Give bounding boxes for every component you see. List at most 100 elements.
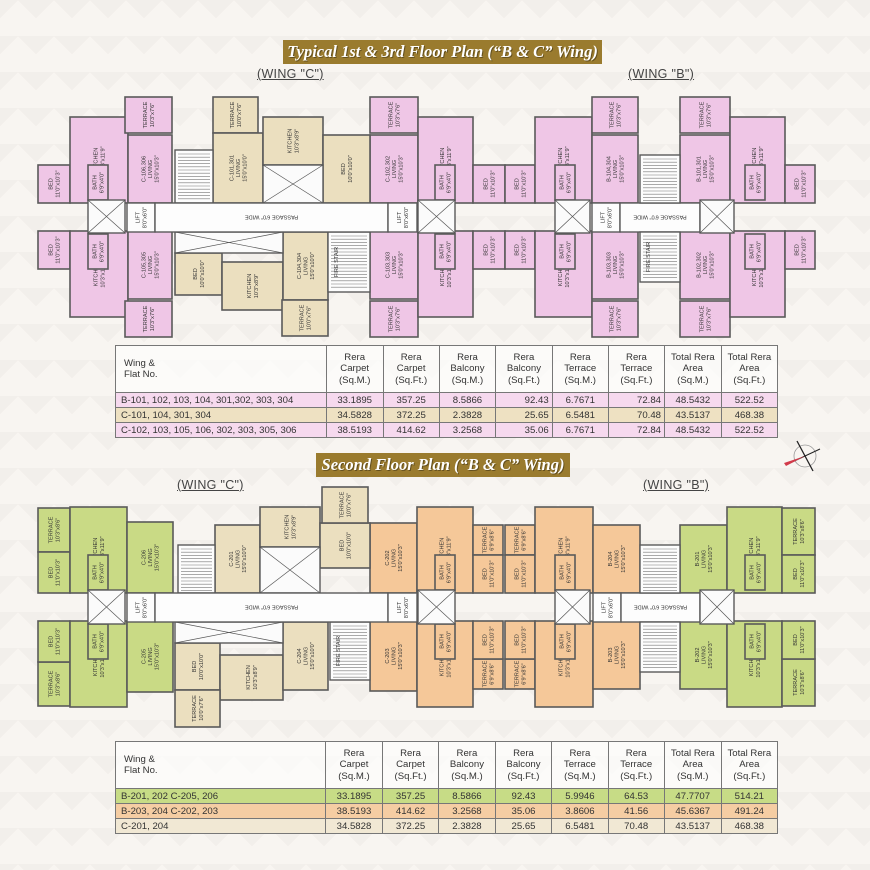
bath-label-line: 6'9"x4'0" [566,562,572,583]
unit-label: C-204LIVING15'0"x10'0" [297,642,316,670]
bath-label-line: BATH [440,565,446,580]
staircase [639,621,681,673]
rera-area-table-1: Wing & Flat No.Rera Carpet (Sq.M.)Rera C… [115,345,779,438]
unit-label-line: 15'0"x10'0" [310,252,316,280]
unit-label-line: 15'0"x10'3" [620,155,626,183]
bed-room [504,554,536,594]
column-header: Rera Balcony (Sq.M.) [438,345,497,393]
wing-b-label-2: (WING "B") [643,478,710,492]
unit-label: C-104,304LIVING15'0"x10'0" [297,252,316,280]
passage [154,202,389,233]
room-label-line: 11'0"x10'3" [521,170,527,197]
unit-label: C-202LIVING15'0"x10'3" [385,544,404,572]
bath-label-line: 6'9"x4'0" [446,562,452,583]
room-label-line: 6'9"x8'6" [489,663,495,684]
bath-room [744,233,766,270]
unit-label: B-204LIVING15'0"x10'3" [608,545,627,573]
unit-label-line: LIVING [613,256,619,274]
unit-label-line: LIVING [702,550,708,568]
area-value-cell: 33.1895 [325,788,383,804]
shaft-cross [259,546,321,594]
room-label-line: 10'3"x11'9" [446,650,452,677]
area-value-cell: 522.52 [720,392,779,408]
column-header: Rera Balcony (Sq.Ft.) [495,345,553,393]
area-value-cell: 43.5137 [664,407,722,423]
unit-label-line: 15'0"x10'3" [155,643,161,671]
living-room [592,620,641,690]
bath-label: BATH6'9"x4'0" [93,562,106,583]
bath-label-line: 6'9"x4'0" [446,241,452,262]
lift-label-line: 8'0"x6'0" [608,597,614,618]
bath-room [744,623,766,660]
bath-label-line: BATH [440,175,446,190]
wing-c-label-1: (WING "C") [257,67,324,81]
unit-label-line: C-201 [229,551,235,566]
room-label-line: TERRACE [483,660,489,687]
area-value-cell: 38.5193 [325,422,384,438]
bath-label: BATH6'9"x4'0" [440,172,453,193]
area-value-cell: 34.5828 [325,407,384,423]
living-room [369,620,418,692]
bath-room [744,164,766,201]
passage-label: PASSAGE 6'0" WIDE [633,214,687,220]
room-label: BED11'0"x10'3" [515,560,528,587]
shaft-cross [174,231,284,254]
bath-label: BATH6'9"x4'0" [750,172,763,193]
column-header: Rera Balcony (Sq.M.) [438,741,496,789]
room-label: KITCHEN10'3"x8'9" [285,515,298,540]
column-header: Rera Terrace (Sq.Ft.) [607,345,666,393]
unit-label-line: LIVING [148,548,154,566]
room-label: BED11'0"x10'3" [483,560,496,587]
room-label: BED10'0"x10'0" [192,653,205,681]
area-value-cell: 357.25 [382,392,440,408]
area-value-cell: 35.06 [494,803,553,819]
unit-label: C-103,303LIVING15'0"x10'3" [385,251,404,279]
unit-label-line: 15'0"x10'3" [155,251,161,279]
shaft-cross [87,589,126,625]
bath-label-line: 6'9"x4'0" [756,172,762,193]
unit-label-line: LIVING [702,646,708,664]
room-label: BED11'0"x10'3" [515,626,528,653]
room-label-line: BED [795,178,801,190]
shaft-cross [87,199,126,234]
kitchen-small-room [262,116,324,166]
shaft-cross [174,621,284,644]
lift-label: LIFT8'0"x6'0" [397,597,410,618]
fire-stair-label-line: FIRE STAIR [334,247,340,277]
room-label-line: 10'3"x11'9" [100,146,106,173]
room-label: TERRACE10'0"x7'6" [300,304,313,331]
area-value-cell: 514.21 [720,788,779,804]
room-label-line: 6'9"x8'6" [489,529,495,550]
bath-label-line: 6'9"x4'0" [99,631,105,652]
unit-label: C-203LIVING15'0"x10'3" [385,642,404,670]
room-label-line: 10'3"x7'6" [616,103,622,127]
area-value-cell: 48.5432 [664,422,722,438]
area-value-cell: 72.84 [607,392,666,408]
passage-label: PASSAGE 6'0" WIDE [245,214,299,220]
unit-label-line: B-103,303 [606,252,612,278]
lift-label-line: LIFT [602,601,608,613]
bath-label: BATH6'9"x4'0" [750,562,763,583]
area-value-cell: 38.5193 [325,803,383,819]
fire-stair-label: FIRE STAIR [646,242,652,272]
room-label: KITCHEN10'3"x8'9" [246,665,259,690]
room-label-line: 10'0"x10'0" [346,532,352,560]
room-label: KITCHEN10'3"x11'9" [440,536,453,563]
unit-label-line: 15'0"x10'3" [621,641,627,669]
room-label-line: 10'3"x7'6" [616,307,622,331]
room-label-line: 10'3"x7'6" [706,307,712,331]
bath-label: BATH6'9"x4'0" [560,241,573,262]
room-label: BED11'0"x10'3" [515,236,528,263]
room-label-line: 10'0"x10'0" [348,155,354,183]
column-header: Total Rera Area (Sq.M.) [664,345,722,393]
flat-numbers-cell: B-101, 102, 103, 104, 301,302, 303, 304 [115,392,327,408]
unit-label-line: 15'0"x10'3" [708,545,714,573]
room-label: TERRACE10'3"x7'6" [143,101,156,128]
room-label-line: 11'0"x10'3" [801,170,807,197]
area-value-cell: 491.24 [720,803,779,819]
bath-label-line: BATH [93,244,99,259]
room-label-line: BED [484,178,490,190]
room-label: TERRACE10'3"x7'6" [700,305,713,332]
lift [387,592,418,623]
